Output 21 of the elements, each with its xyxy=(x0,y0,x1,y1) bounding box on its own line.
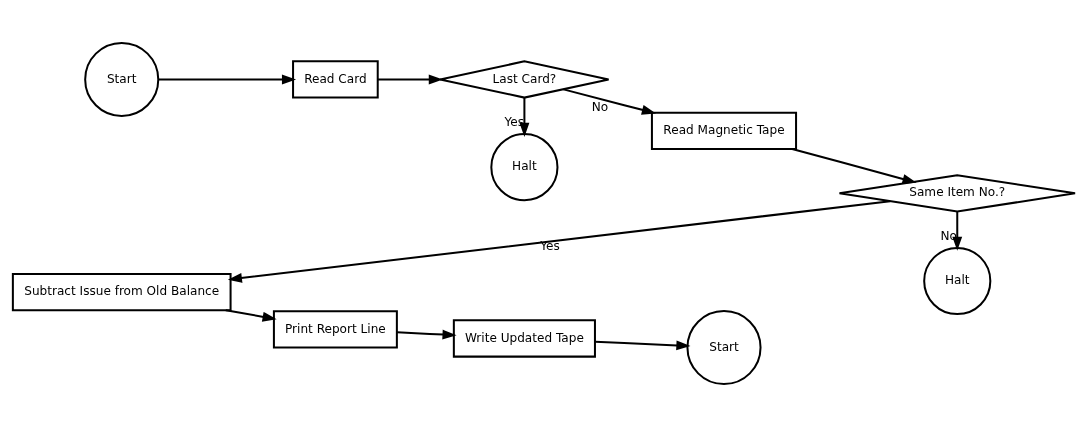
edge-label: No xyxy=(591,99,609,114)
node-box: Read Card xyxy=(292,60,379,99)
arrow xyxy=(791,148,917,184)
arrow xyxy=(225,309,277,322)
node-circle: Start xyxy=(686,310,762,386)
node-box: Subtract Issue from Old Balance xyxy=(11,272,232,312)
node-box: Read Magnetic Tape xyxy=(650,111,798,150)
arrow xyxy=(563,88,656,115)
node-box: Print Report Line xyxy=(272,310,398,349)
node-box: Write Updated Tape xyxy=(452,319,596,358)
arrow xyxy=(227,200,891,283)
arrow xyxy=(377,74,443,85)
arrow xyxy=(952,211,963,251)
node-circle: Halt xyxy=(923,246,992,316)
arrow xyxy=(397,329,457,340)
node-circle: Halt xyxy=(490,133,559,202)
node-diamond: Last Card? xyxy=(439,60,610,99)
node-circle: Start xyxy=(84,41,160,118)
arrow xyxy=(519,97,530,137)
arrow xyxy=(158,74,297,85)
arrow xyxy=(595,340,691,351)
